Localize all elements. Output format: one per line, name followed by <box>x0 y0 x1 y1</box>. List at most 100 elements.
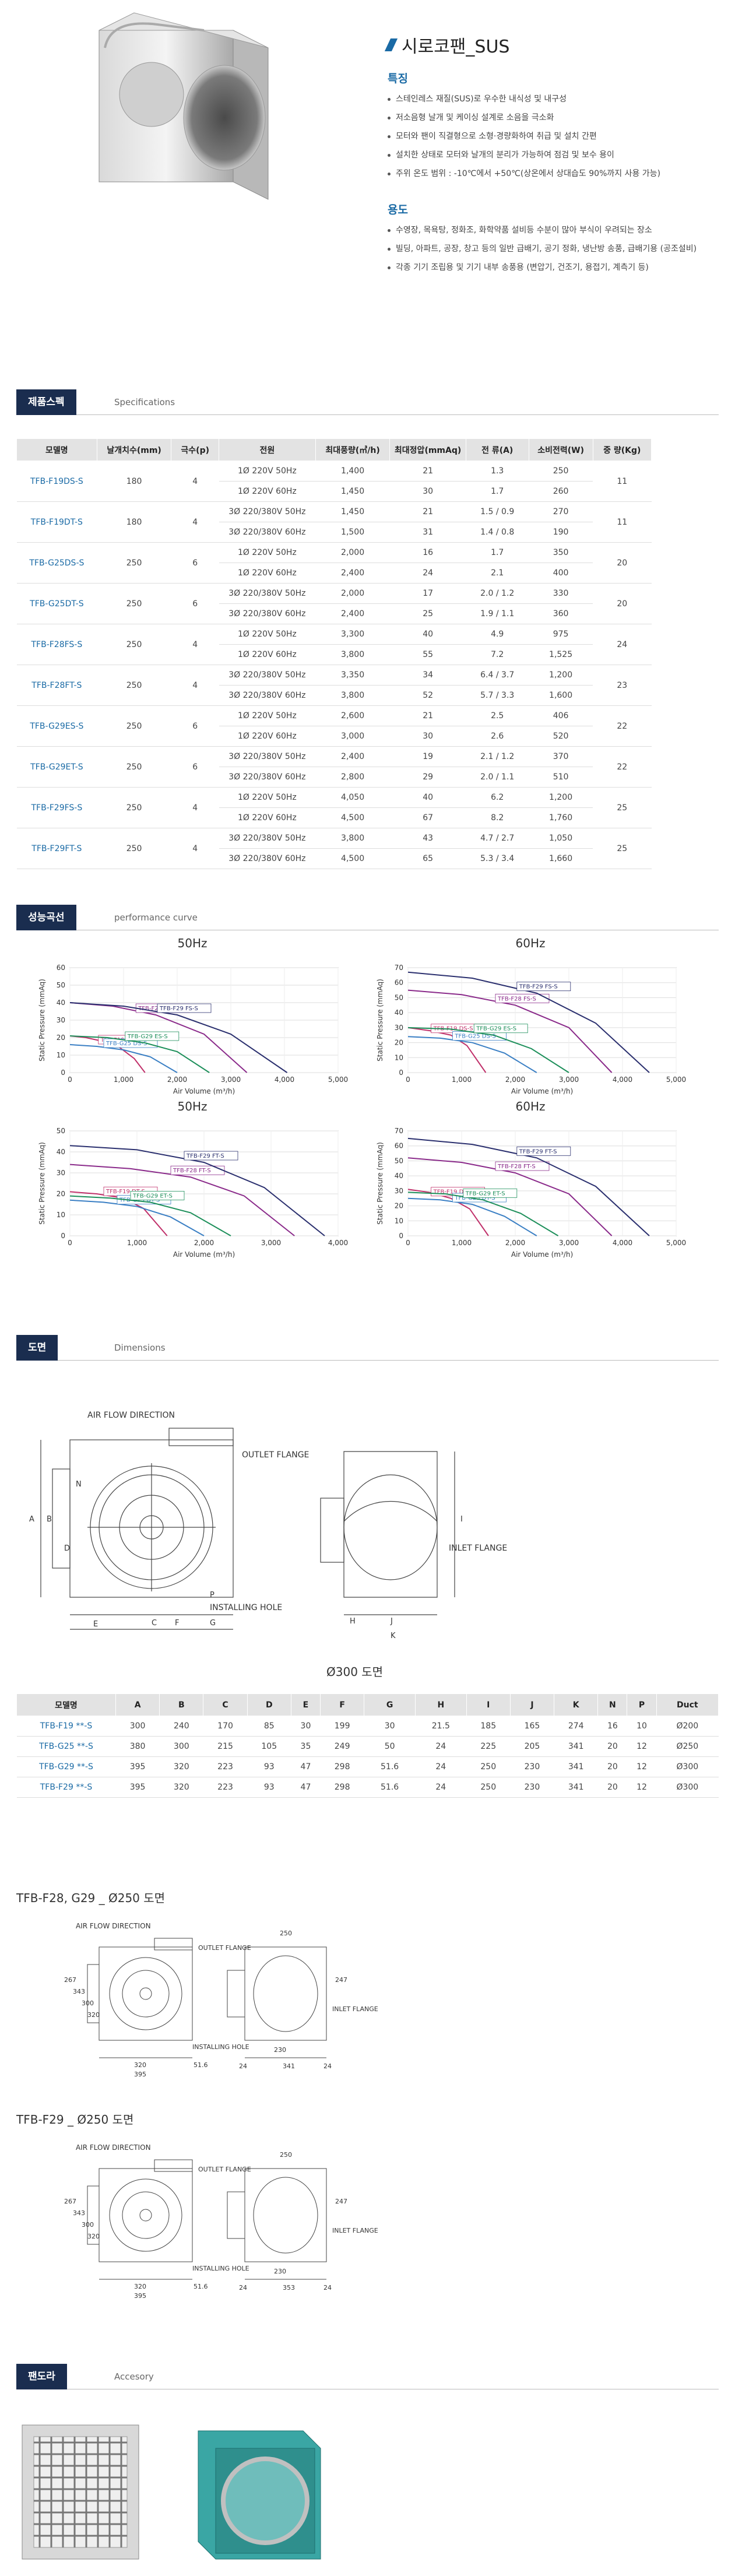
spec-blade: 250 <box>97 787 171 828</box>
series-line <box>407 1027 487 1073</box>
x-tick-label: 3,000 <box>559 1239 579 1247</box>
dim-cell: 35 <box>291 1736 321 1757</box>
spec-cell: 1.3 <box>466 461 529 482</box>
dim-cell: 300 <box>115 1716 160 1737</box>
series-line <box>69 1195 231 1236</box>
x-axis-label: Air Volume (m³/h) <box>173 1087 235 1095</box>
dim-cell: 12 <box>627 1756 657 1777</box>
dim-cell: 24 <box>415 1756 467 1777</box>
usage-item: 빌딩, 아파트, 공장, 창고 등의 일반 급배기, 공기 정화, 냉난방 송풍… <box>388 243 714 255</box>
series-label: TFB-G25 DS-S <box>105 1041 147 1047</box>
spec-model: TFB-G29ES-S <box>16 705 97 747</box>
spec-cell: 2,400 <box>315 603 390 624</box>
spec-cell: 6.4 / 3.7 <box>466 665 529 686</box>
dim-cell: 47 <box>291 1756 321 1777</box>
dim-cell: TFB-F19 **-S <box>16 1716 116 1737</box>
spec-cell: 21 <box>389 461 466 482</box>
x-tick-label: 3,000 <box>261 1239 281 1247</box>
series-label: TFB-F28 FT-S <box>173 1168 211 1174</box>
y-tick-label: 20 <box>57 1190 65 1198</box>
dim-cell: 395 <box>115 1756 160 1777</box>
dim-value: 395 <box>134 2292 146 2300</box>
dim-letter-g: G <box>210 1619 216 1628</box>
dim-value: 51.6 <box>194 2061 208 2069</box>
dim-cell: 93 <box>247 1777 291 1798</box>
series-line <box>407 1036 537 1073</box>
series-label-box <box>463 1188 518 1198</box>
dim-cell: 380 <box>115 1736 160 1757</box>
series-label: TFB-F29 FS-S <box>519 984 558 990</box>
series-label: TFB-G29 ES-S <box>127 1034 168 1040</box>
spec-cell: 3Ø 220/380V 60Hz <box>219 848 316 869</box>
spec-cell: 190 <box>529 522 593 543</box>
series-label-box <box>516 982 571 992</box>
spec-cell: 370 <box>529 746 593 767</box>
hole-label: INSTALLING HOLE <box>192 2043 249 2051</box>
spec-cell: 1.5 / 0.9 <box>466 501 529 522</box>
spec-cell: 1Ø 220V 60Hz <box>219 726 316 747</box>
spec-cell: 3,800 <box>315 644 390 665</box>
acc-section-title: 팬도라 <box>16 2364 67 2389</box>
spec-cell: 1Ø 220V 50Hz <box>219 787 316 808</box>
y-tick-label: 20 <box>395 1202 403 1210</box>
x-axis-label: Air Volume (m³/h) <box>511 1087 573 1095</box>
perf-section-subtitle: performance curve <box>114 912 198 923</box>
spec-cell: 520 <box>529 726 593 747</box>
dim-cell: 93 <box>247 1756 291 1777</box>
dim-cell: 240 <box>159 1716 203 1737</box>
spec-blade: 180 <box>97 501 171 543</box>
spec-model: TFB-F29FT-S <box>16 828 97 869</box>
spec-cell: 3Ø 220/380V 60Hz <box>219 522 316 543</box>
series-label: TFB-G29 ET-S <box>465 1190 505 1197</box>
y-tick-label: 0 <box>399 1069 403 1077</box>
dim-value: 300 <box>82 2221 94 2229</box>
dim-value: 247 <box>335 1976 347 1984</box>
dim-cell: 250 <box>466 1777 511 1798</box>
dim-cell: 12 <box>627 1736 657 1757</box>
spec-cell: 2.5 <box>466 705 529 726</box>
inlet-label: INLET FLANGE <box>332 2005 378 2013</box>
inlet-label: INLET FLANGE <box>332 2227 378 2234</box>
x-axis-label: Air Volume (m³/h) <box>511 1250 573 1259</box>
dim-header-cell: P <box>627 1693 657 1716</box>
f28-drawing-caption: TFB-F28, G29 _ Ø250 도면 <box>16 1891 166 1905</box>
spec-weight: 25 <box>593 787 652 828</box>
dim-cell: 185 <box>466 1716 511 1737</box>
dim-value: 267 <box>64 1976 76 1984</box>
dim-value: 320 <box>134 2061 146 2069</box>
spec-poles: 6 <box>171 746 219 788</box>
dim-cell: 170 <box>203 1716 248 1737</box>
dim-letter-k: K <box>391 1632 396 1640</box>
y-tick-label: 30 <box>57 1169 65 1177</box>
dim-letter-p: P <box>210 1591 214 1600</box>
series-line <box>407 1027 569 1073</box>
series-line <box>69 1035 210 1073</box>
spec-cell: 260 <box>529 481 593 502</box>
series-label: TFB-F29 FS-S <box>159 1006 198 1012</box>
dim-value: 395 <box>134 2071 146 2078</box>
dim-letter-e: E <box>93 1620 98 1629</box>
spec-cell: 4,050 <box>315 787 390 808</box>
spec-header-cell: 최대풍량(㎥/h) <box>315 438 391 461</box>
spec-model: TFB-F28FS-S <box>16 624 97 665</box>
y-tick-label: 20 <box>57 1034 65 1042</box>
spec-cell: 400 <box>529 563 593 584</box>
dim-header-cell: I <box>466 1693 511 1716</box>
dim-value: 250 <box>280 2151 292 2159</box>
dim-cell: 205 <box>510 1736 554 1757</box>
dim-cell: 320 <box>159 1756 203 1777</box>
series-line <box>69 1199 205 1236</box>
main-drawing: AIR FLOW DIRECTION OUTLET FLANGE INLET F… <box>17 1405 530 1656</box>
spec-cell: 2.0 / 1.1 <box>466 767 529 788</box>
dim-header-cell: K <box>554 1693 599 1716</box>
series-label-box <box>473 1024 528 1034</box>
dim-value: 51.6 <box>194 2283 208 2290</box>
y-tick-label: 40 <box>57 1148 65 1156</box>
